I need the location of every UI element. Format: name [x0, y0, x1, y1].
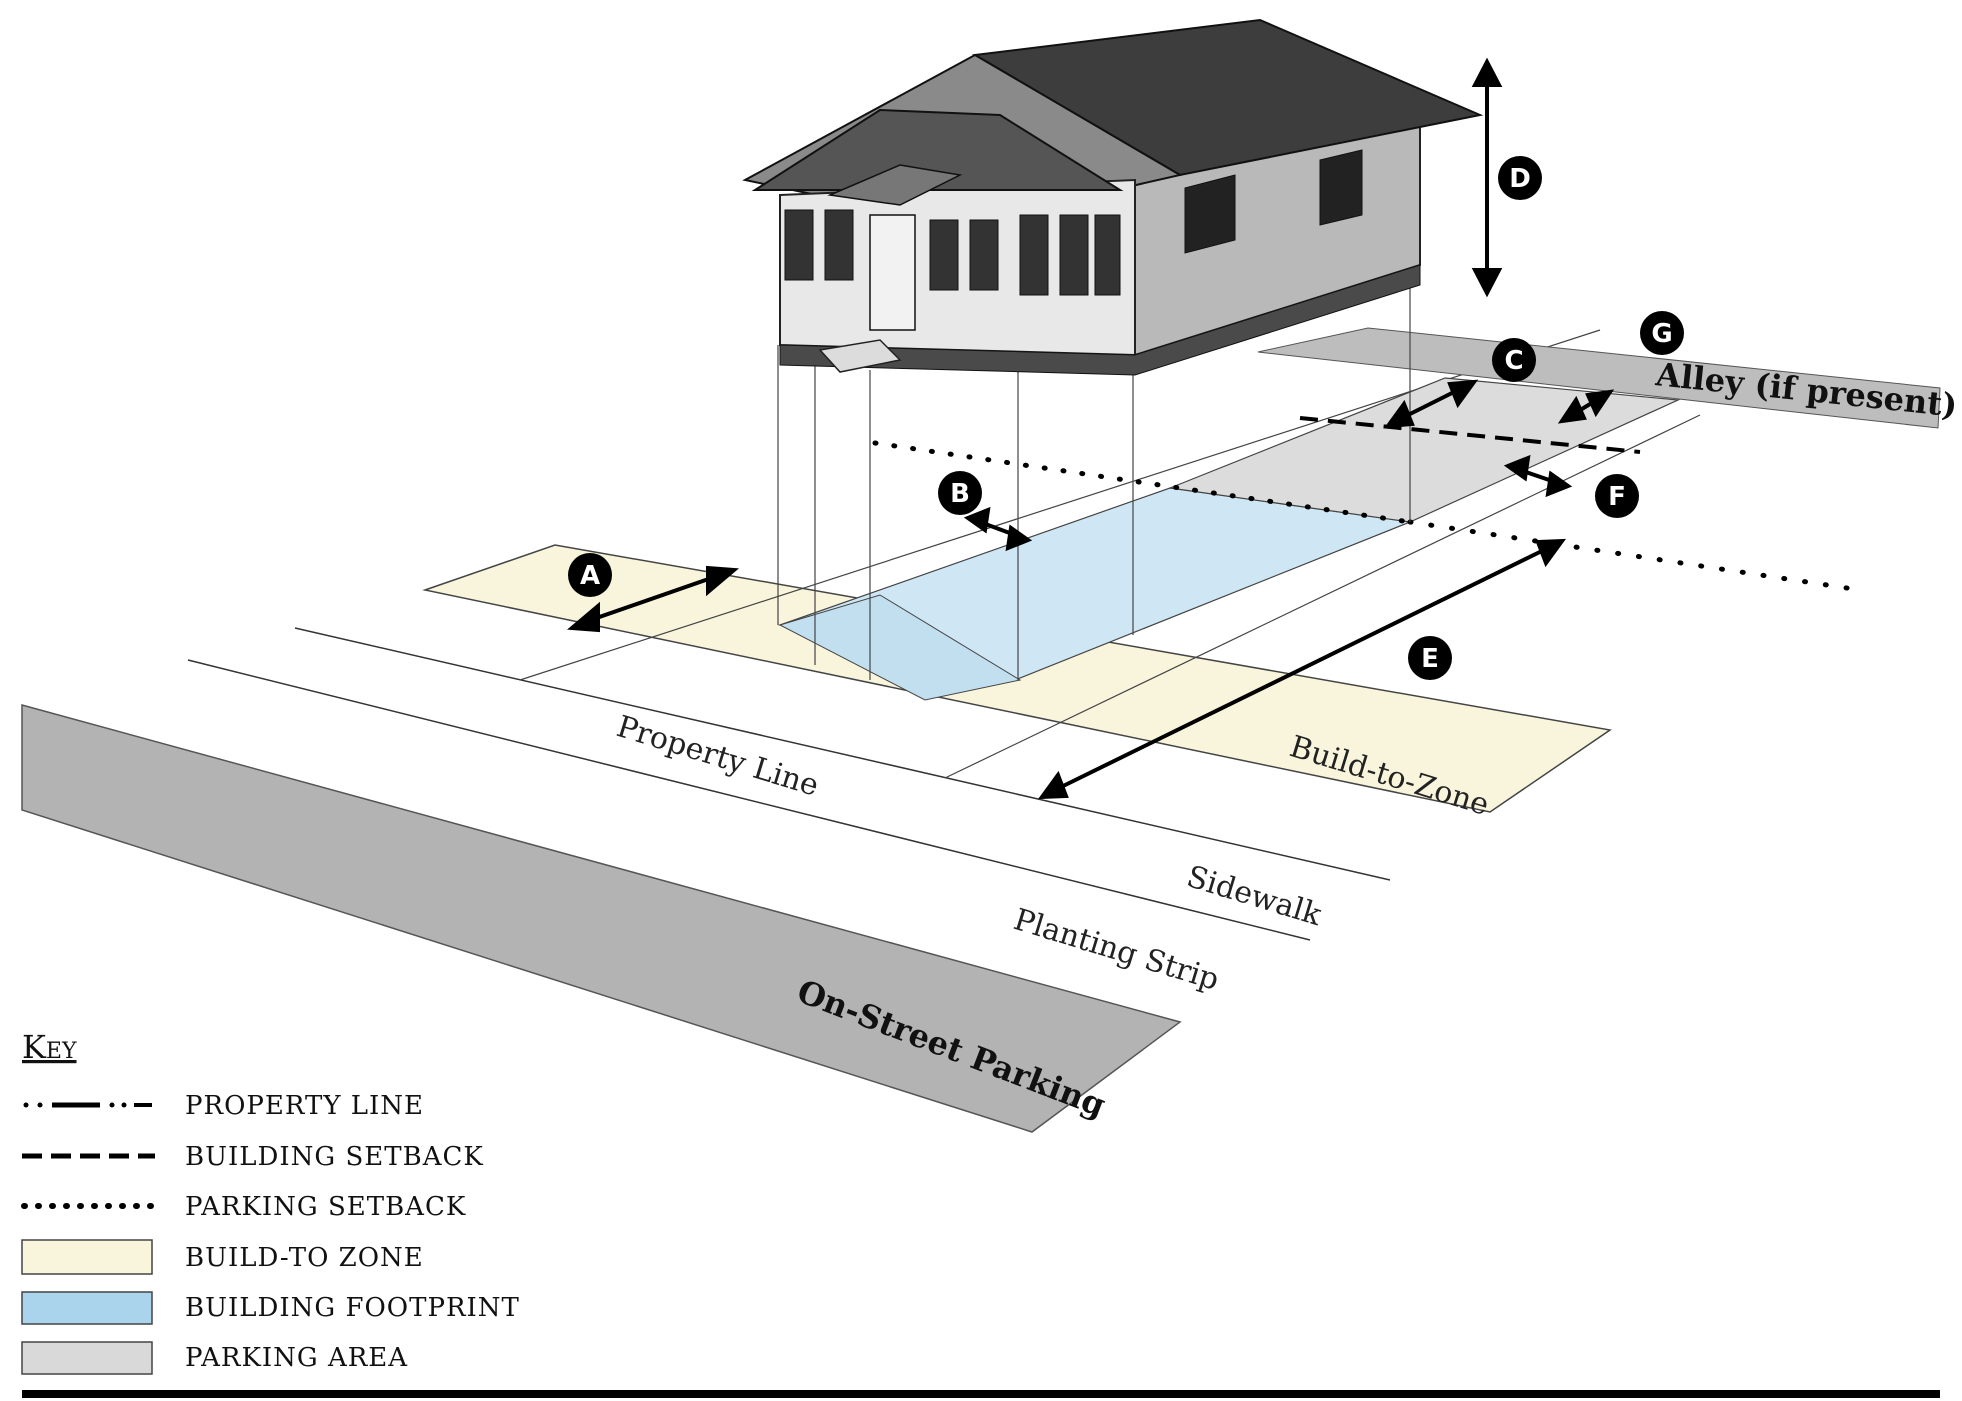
alley-band: [1257, 327, 1941, 429]
svg-text:G: G: [1651, 319, 1672, 349]
parking-setback-line-2: [1407, 519, 1863, 593]
key-label-parking-area: PARKING AREA: [185, 1343, 408, 1373]
parking-area: [1167, 377, 1681, 523]
property-line-label: Property Line: [613, 709, 823, 804]
key-item-property-line: PROPERTY LINE: [23, 1091, 424, 1121]
key-label-building-footprint: BUILDING FOOTPRINT: [185, 1293, 520, 1323]
bottom-rule: [22, 1390, 1940, 1398]
key-item-building-setback: BUILDING SETBACK: [22, 1142, 484, 1172]
badge-g: G: [1640, 311, 1684, 355]
key-item-build-to-zone: BUILD-TO ZONE: [21, 1239, 424, 1275]
projection-lines: [777, 280, 1411, 680]
key-label-building-setback: BUILDING SETBACK: [185, 1142, 484, 1172]
key-item-building-footprint: BUILDING FOOTPRINT: [21, 1291, 520, 1325]
alley-label: Alley (if present): [1653, 355, 1959, 425]
parking-area-swatch: [21, 1341, 153, 1375]
svg-text:B: B: [950, 479, 970, 509]
property-line-swatch: [23, 1102, 152, 1108]
porch-footprint-area: [778, 594, 1022, 701]
house-illustration: [742, 18, 1484, 376]
key-item-parking-setback: PARKING SETBACK: [21, 1192, 466, 1222]
badge-c: C: [1492, 338, 1536, 382]
key-label-property-line: PROPERTY LINE: [185, 1091, 424, 1121]
sidewalk-line: [294, 627, 1391, 881]
svg-text:D: D: [1509, 164, 1531, 194]
key-label-parking-setback: PARKING SETBACK: [185, 1192, 466, 1222]
planting-strip-line: [187, 659, 1311, 941]
dimension-arrows: [566, 57, 1615, 800]
svg-text:F: F: [1608, 482, 1626, 512]
building-footprint-swatch: [21, 1291, 153, 1325]
key-label-build-to-zone: BUILD-TO ZONE: [185, 1243, 424, 1273]
badge-d: D: [1498, 156, 1542, 200]
key-item-parking-area: PARKING AREA: [21, 1341, 408, 1375]
badge-b: B: [938, 471, 982, 515]
svg-text:A: A: [580, 561, 600, 591]
sidewalk-label: Sidewalk: [1183, 859, 1326, 933]
badge-a: A: [568, 553, 612, 597]
badge-e: E: [1408, 636, 1452, 680]
key-title: Key: [22, 1028, 77, 1066]
badge-f: F: [1595, 474, 1639, 518]
svg-text:E: E: [1421, 644, 1439, 674]
building-setback-line: [1299, 416, 1641, 454]
svg-text:C: C: [1504, 346, 1523, 376]
lot-line-right: [944, 414, 1701, 779]
on-street-parking-band: [21, 704, 1182, 1133]
build-to-zone-swatch: [21, 1239, 153, 1275]
